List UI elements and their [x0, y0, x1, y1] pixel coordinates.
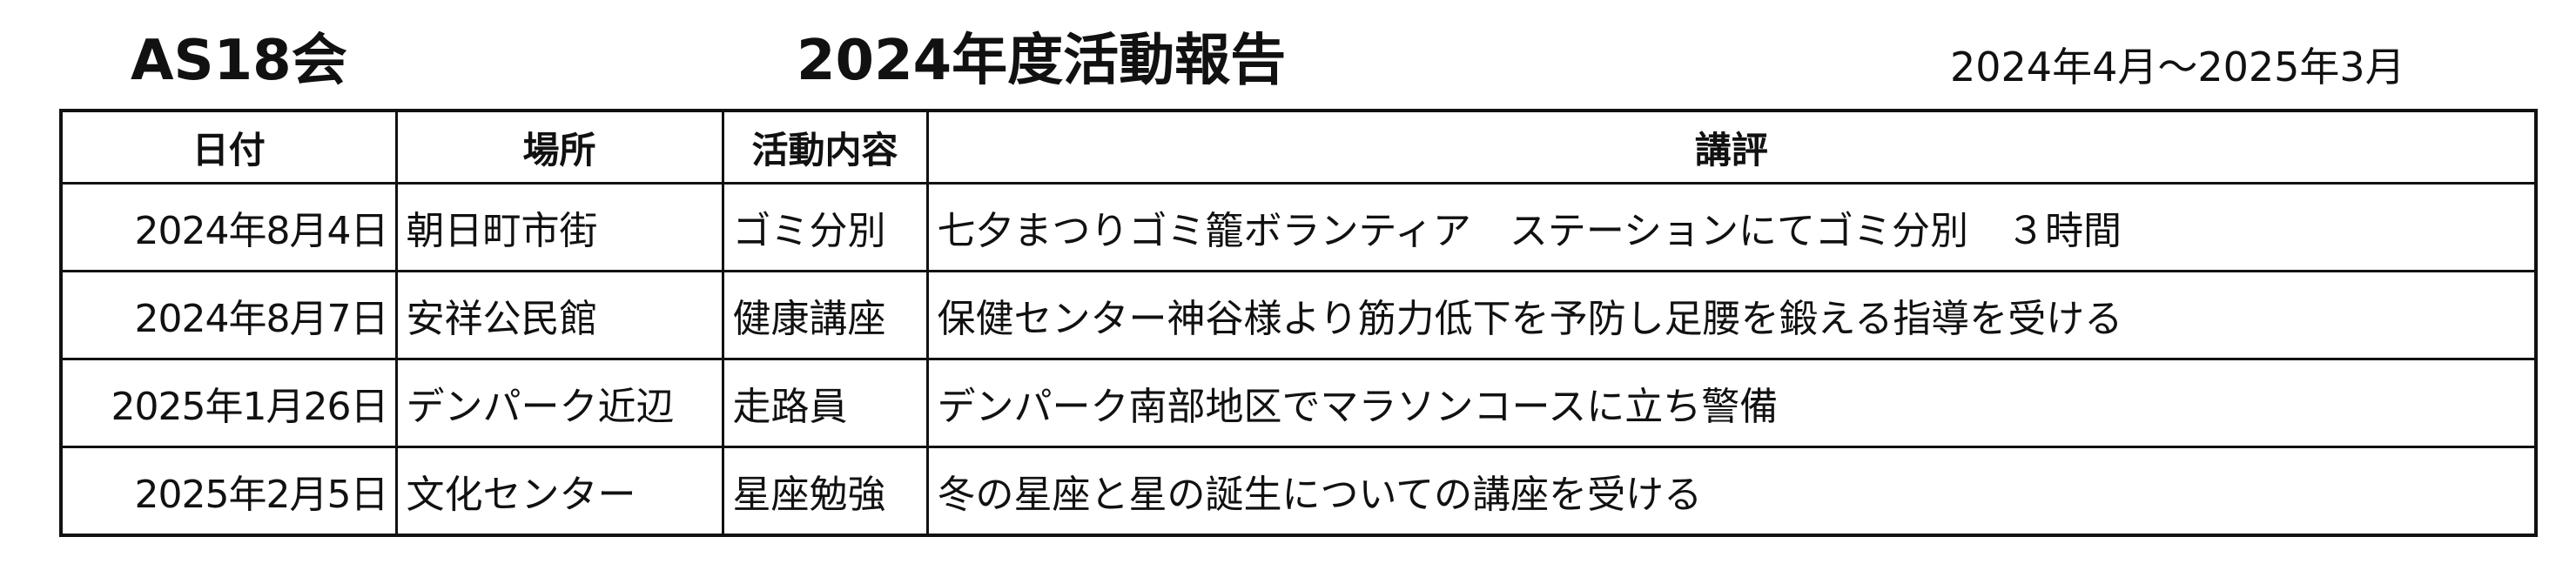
place-cell: 安祥公民館 — [394, 270, 724, 360]
place-cell: 朝日町市街 — [394, 182, 724, 272]
date-cell: 2024年8月4日 — [59, 182, 398, 272]
column-header-place: 場所 — [394, 109, 724, 185]
table-row: 2025年2月5日 文化センター 星座勉強 冬の星座と星の誕生についての講座を受… — [59, 446, 2538, 537]
column-header-date: 日付 — [59, 109, 398, 185]
column-header-activity: 活動内容 — [721, 109, 929, 185]
organization-name: AS18会 — [131, 29, 347, 93]
review-cell: デンパーク南部地区でマラソンコースに立ち警備 — [925, 358, 2538, 448]
report-period: 2024年4月～2025年3月 — [1950, 44, 2405, 91]
review-cell: 冬の星座と星の誕生についての講座を受ける — [925, 446, 2538, 537]
column-header-review: 講評 — [925, 109, 2538, 185]
date-cell: 2025年2月5日 — [59, 446, 398, 537]
activity-cell: 星座勉強 — [721, 446, 929, 537]
review-cell: 七夕まつりゴミ籠ボランティア ステーションにてゴミ分別 ３時間 — [925, 182, 2538, 272]
activity-cell: 健康講座 — [721, 270, 929, 360]
activity-cell: ゴミ分別 — [721, 182, 929, 272]
report-title: 2024年度活動報告 — [797, 29, 1287, 93]
report-header: AS18会 2024年度活動報告 2024年4月～2025年3月 — [0, 0, 2576, 104]
table-header: 日付 場所 活動内容 講評 — [59, 109, 2538, 185]
table-header-row: 日付 場所 活動内容 講評 — [59, 109, 2538, 185]
activity-report-table: 日付 場所 活動内容 講評 2024年8月4日 朝日町市街 ゴミ分別 七夕まつり… — [59, 109, 2538, 537]
table-row: 2024年8月4日 朝日町市街 ゴミ分別 七夕まつりゴミ籠ボランティア ステーシ… — [59, 182, 2538, 272]
table-body: 2024年8月4日 朝日町市街 ゴミ分別 七夕まつりゴミ籠ボランティア ステーシ… — [59, 182, 2538, 537]
date-cell: 2024年8月7日 — [59, 270, 398, 360]
table-row: 2025年1月26日 デンパーク近辺 走路員 デンパーク南部地区でマラソンコース… — [59, 358, 2538, 448]
place-cell: 文化センター — [394, 446, 724, 537]
table-row: 2024年8月7日 安祥公民館 健康講座 保健センター神谷様より筋力低下を予防し… — [59, 270, 2538, 360]
place-cell: デンパーク近辺 — [394, 358, 724, 448]
activity-cell: 走路員 — [721, 358, 929, 448]
date-cell: 2025年1月26日 — [59, 358, 398, 448]
review-cell: 保健センター神谷様より筋力低下を予防し足腰を鍛える指導を受ける — [925, 270, 2538, 360]
